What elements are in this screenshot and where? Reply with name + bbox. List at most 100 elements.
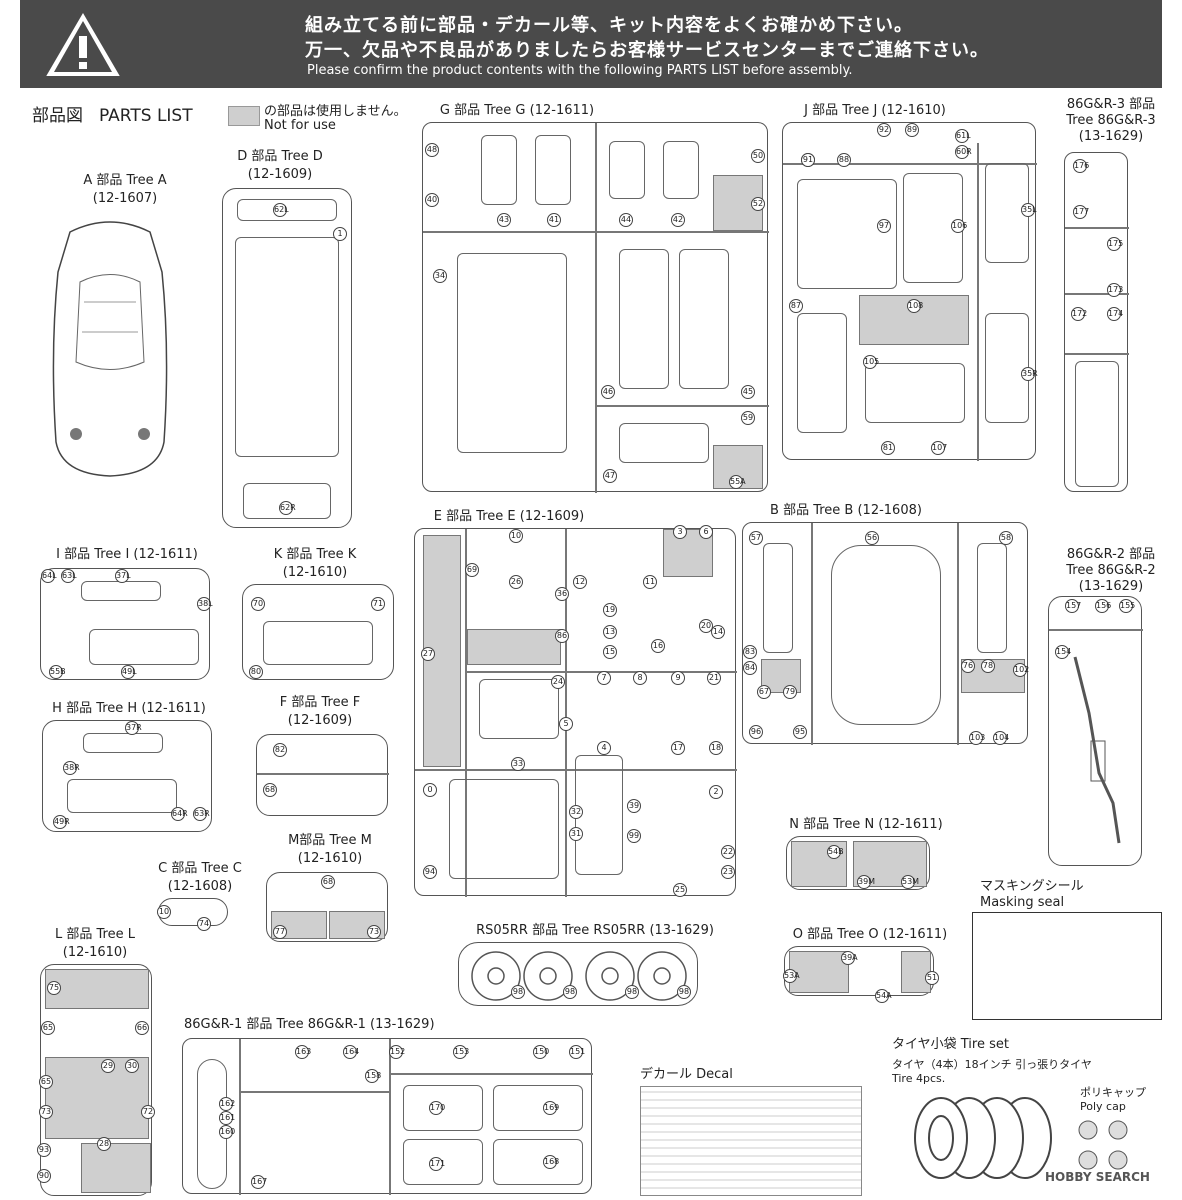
- part-number: 9: [671, 671, 685, 685]
- tree-n-sprue: 54B 39M 53M: [786, 836, 930, 890]
- part-number: 14: [711, 625, 725, 639]
- part: [479, 679, 559, 739]
- part-number: 24: [551, 675, 565, 689]
- not-for-use-ja: の部品は使用しません。: [264, 104, 407, 119]
- divider: [239, 1091, 389, 1093]
- part-number: 11: [643, 575, 657, 589]
- tire-set-title: タイヤ小袋 Tire set: [892, 1037, 1009, 1052]
- part: [243, 483, 331, 519]
- tree-d-code: (12-1609): [247, 167, 313, 182]
- tree-f-sprue: 82 68: [256, 734, 389, 816]
- divider: [465, 529, 467, 897]
- part: [865, 363, 965, 423]
- part-number: 79: [783, 685, 797, 699]
- part-number: 92: [877, 123, 891, 137]
- decal-sheet: [640, 1086, 862, 1196]
- divider: [389, 1039, 391, 1195]
- polycap-en: Poly cap: [1080, 1100, 1126, 1113]
- part-number: 169: [543, 1101, 559, 1115]
- part-number: 162: [219, 1097, 235, 1111]
- tree-r1-label: 86G&R-1 部品 Tree 86G&R-1 (13-1629): [184, 1017, 435, 1032]
- part-number: 59: [741, 411, 755, 425]
- tree-r3-label: 86G&R-3 部品: [1066, 97, 1156, 112]
- part-number: 37L: [115, 569, 131, 583]
- part-number: 13: [603, 625, 617, 639]
- part-number: 50: [751, 149, 765, 163]
- tree-d-label: D 部品 Tree D: [237, 149, 323, 164]
- part-number: 157: [1065, 599, 1081, 613]
- part: [1075, 361, 1119, 487]
- part-number: 39M: [857, 875, 875, 889]
- tree-k-sprue: 70 71 80: [242, 584, 394, 680]
- part-number: 58: [999, 531, 1013, 545]
- part-number: 12: [573, 575, 587, 589]
- part-number: 7: [597, 671, 611, 685]
- part-number: 94: [423, 865, 437, 879]
- part-number: 86: [555, 629, 569, 643]
- part-number: 53A: [783, 969, 800, 983]
- part: [663, 141, 699, 199]
- part: [763, 543, 793, 653]
- part: [235, 237, 339, 457]
- tree-a-body-shell: [52, 221, 168, 477]
- part-number: 8: [633, 671, 647, 685]
- part-number: 160: [219, 1125, 235, 1139]
- part-number: 72: [141, 1105, 155, 1119]
- part: [609, 141, 645, 199]
- tree-c-label: C 部品 Tree C: [158, 861, 242, 876]
- tree-r2-code: (13-1629): [1078, 579, 1144, 594]
- tree-r3-code: (13-1629): [1078, 129, 1144, 144]
- part: [403, 1085, 483, 1131]
- part-number: 43: [497, 213, 511, 227]
- tree-k-label: K 部品 Tree K: [273, 547, 357, 562]
- part-number: 172: [1071, 307, 1087, 321]
- part-number: 80: [249, 665, 263, 679]
- tree-a-label: A 部品 Tree A: [83, 173, 167, 188]
- divider: [1065, 353, 1129, 355]
- part: [67, 779, 177, 813]
- tree-l-sprue: 75 65 66 29 30 65 73 72 28 93 90: [37, 964, 155, 1196]
- part: [831, 545, 941, 725]
- part-number: 37R: [125, 721, 142, 735]
- part-number: 73: [39, 1105, 53, 1119]
- part-number: 84: [743, 661, 757, 675]
- tire-set-desc-ja: タイヤ（4本）18インチ 引っ張りタイヤ: [892, 1058, 1092, 1071]
- part-number: 152: [389, 1045, 405, 1059]
- part: [457, 253, 567, 453]
- part-number: 104: [993, 731, 1009, 745]
- divider: [1065, 293, 1129, 295]
- part-number: 21: [707, 671, 721, 685]
- part-number: 150: [533, 1045, 549, 1059]
- part-number: 3: [673, 525, 687, 539]
- divider: [239, 1039, 241, 1195]
- divider: [595, 405, 769, 407]
- part-number: 175: [1107, 237, 1123, 251]
- part-number: 55A: [729, 475, 746, 489]
- part-number: 75: [47, 981, 61, 995]
- tire-stack-image: [914, 1097, 1052, 1179]
- tree-j-label: J 部品 Tree J (12-1610): [804, 103, 946, 118]
- muffler-part: [1073, 656, 1121, 844]
- banner-line-2: 万一、欠品や不良品がありましたらお客様サービスセンターまでご連絡下さい。: [305, 40, 989, 61]
- part-number: 155: [1119, 599, 1135, 613]
- divider: [811, 523, 813, 745]
- tree-e-sprue: 69 10 26 36 12 11 3 6 19 13 14 86 27 15 …: [414, 525, 737, 897]
- part-number: 28: [97, 1137, 111, 1151]
- part-number: 164: [343, 1045, 359, 1059]
- part-number: 73: [367, 925, 381, 939]
- part-number: 78: [981, 659, 995, 673]
- part-number: 0: [423, 783, 437, 797]
- banner-line-3: Please confirm the product contents with…: [307, 63, 853, 78]
- part-number: 98: [511, 985, 525, 999]
- part-number: 45: [741, 385, 755, 399]
- tree-r1-sprue: 160 163 164 158 152 153 150 151 162 161 …: [182, 1038, 593, 1195]
- part-number: 71: [371, 597, 385, 611]
- part: [89, 629, 199, 665]
- tree-f-label: F 部品 Tree F: [279, 695, 361, 710]
- tree-rs-label: RS05RR 部品 Tree RS05RR (13-1629): [476, 923, 714, 938]
- part-number: 4: [597, 741, 611, 755]
- tire-set-desc-en: Tire 4pcs.: [892, 1072, 946, 1085]
- part-number: 48: [425, 143, 439, 157]
- part-number: 49L: [121, 665, 137, 679]
